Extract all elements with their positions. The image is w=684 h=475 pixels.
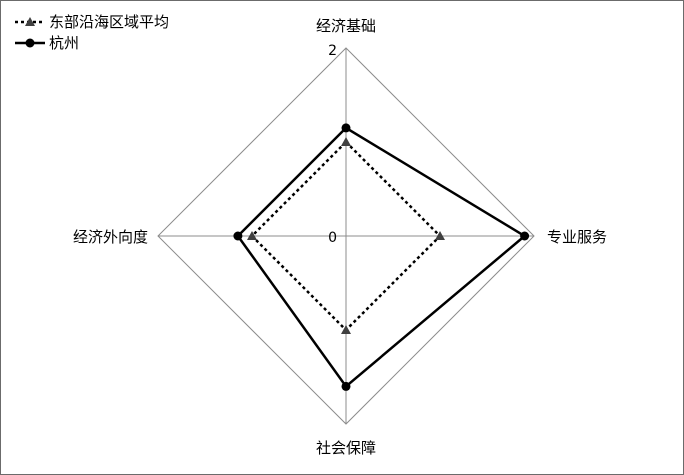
axis-label-bottom: 社会保障 <box>316 439 376 457</box>
axis-label-left: 经济外向度 <box>73 228 148 246</box>
tick-label-min: 0 <box>328 230 337 246</box>
legend-circle-marker <box>25 38 35 48</box>
axis-label-right: 专业服务 <box>547 228 607 246</box>
series-1-point-1 <box>520 231 530 241</box>
series-1-point-2 <box>341 381 351 391</box>
legend-item-east-coast-average: 东部沿海区域平均 <box>15 13 169 31</box>
legend-label-east-coast-average: 东部沿海区域平均 <box>49 13 169 31</box>
series-0-point-3 <box>247 231 257 240</box>
tick-label-max: 2 <box>328 43 337 59</box>
legend-item-hangzhou: 杭州 <box>15 34 79 52</box>
series-1-point-3 <box>233 231 243 241</box>
radar-grid <box>157 47 535 425</box>
axis-label-top: 经济基础 <box>316 17 376 35</box>
radar-labels: 经济基础 专业服务 社会保障 经济外向度 0 2 <box>73 17 607 457</box>
radar-series <box>233 123 530 391</box>
series-0-point-1 <box>435 231 445 240</box>
legend: 东部沿海区域平均 杭州 <box>15 13 169 52</box>
series-1-point-0 <box>341 123 351 133</box>
series-0-point-0 <box>341 137 351 146</box>
series-line-1 <box>236 126 527 389</box>
legend-label-hangzhou: 杭州 <box>49 34 79 52</box>
series-0-point-2 <box>341 325 351 334</box>
legend-triangle-marker <box>25 17 35 26</box>
